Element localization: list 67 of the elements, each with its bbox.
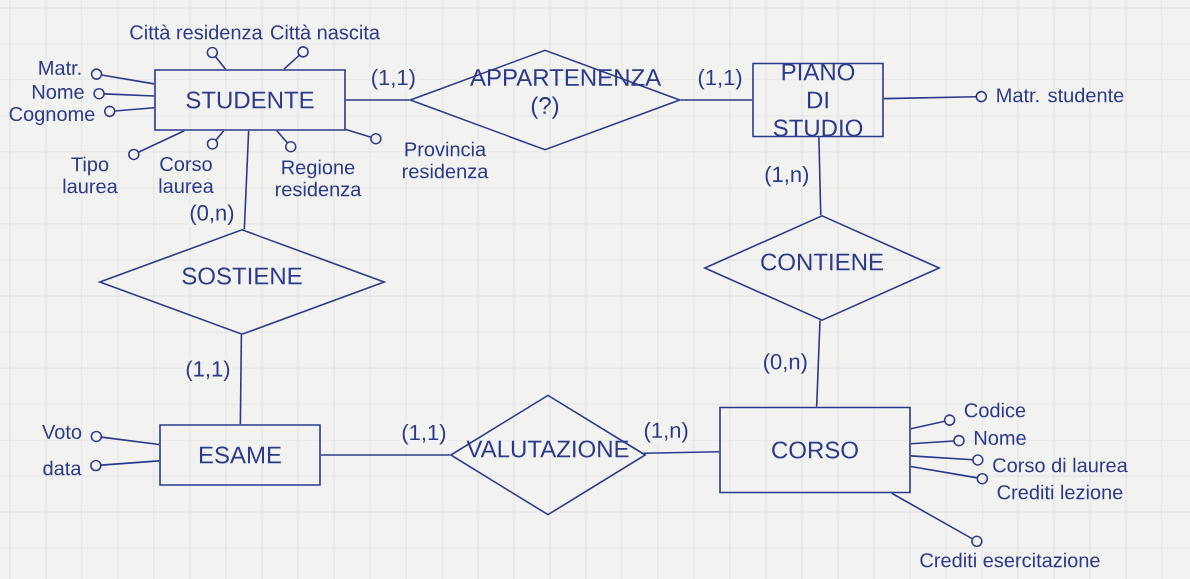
attribute: Tipo laurea xyxy=(63,148,140,194)
cardinality-label: (1,1) xyxy=(183,358,233,383)
connector-line xyxy=(137,130,186,154)
connector-line xyxy=(910,455,974,461)
node-label: Crediti lezione xyxy=(997,484,1123,500)
connector-line xyxy=(100,436,160,446)
node-label: Crediti esercitazione xyxy=(920,552,1100,568)
attribute: Corso laurea xyxy=(159,138,219,194)
connector-line xyxy=(910,420,946,430)
cardinality-label: (1,1) xyxy=(399,422,449,447)
connector-line xyxy=(910,465,979,479)
node-label: Città residenza xyxy=(130,24,263,40)
connector-line xyxy=(214,55,227,70)
connector-line xyxy=(100,460,160,466)
cardinality-label: (0,n) xyxy=(760,351,810,376)
node-label: Città nascita xyxy=(270,24,381,40)
connector-line xyxy=(283,54,301,70)
connector-line xyxy=(818,136,822,217)
node-label: Cognome xyxy=(9,106,95,126)
connector-line xyxy=(883,95,978,100)
connector-line xyxy=(642,451,720,455)
connector-line xyxy=(320,454,451,456)
entity-box: ESAME xyxy=(159,424,321,486)
node-label: Corso laurea xyxy=(159,156,214,194)
attribute: Matr. studente xyxy=(975,87,1124,103)
entity-box: PIANO DI STUDIO xyxy=(752,62,884,138)
attribute: Città residenza xyxy=(130,24,263,59)
connector-line xyxy=(680,99,753,101)
node-label: Regione residenza xyxy=(275,159,362,197)
connector-line xyxy=(890,492,974,540)
node-label: Matr. xyxy=(39,61,81,75)
cardinality-label: (1,n) xyxy=(762,164,812,189)
attribute: data xyxy=(43,459,102,476)
attribute: Codice xyxy=(943,402,1026,426)
connector-line xyxy=(345,99,410,101)
attribute: Corso di laurea xyxy=(972,454,1128,473)
connector-line xyxy=(345,128,372,139)
node-label: Voto xyxy=(42,425,82,439)
node-label: Nome xyxy=(32,85,84,99)
attribute: Matr. xyxy=(39,61,103,80)
attribute: Crediti esercitazione xyxy=(920,535,1100,568)
connector-line xyxy=(113,106,155,112)
node-label: Corso di laurea xyxy=(993,457,1128,473)
attribute: Nome xyxy=(953,431,1026,447)
attribute: Nome xyxy=(32,85,105,100)
attribute: Città nascita xyxy=(271,24,380,58)
entity-box: STUDENTE xyxy=(154,69,346,131)
node-label: data xyxy=(43,460,82,476)
connector-line xyxy=(276,130,289,144)
connector-line xyxy=(243,130,250,231)
connector-line xyxy=(815,319,821,408)
cardinality-label: (1,1) xyxy=(368,67,418,92)
connector-line xyxy=(910,440,955,445)
entity-box: CORSO xyxy=(719,406,911,494)
connector-line xyxy=(100,74,155,85)
node-label: Nome xyxy=(974,431,1026,445)
connector-line xyxy=(214,130,225,141)
attribute: Voto xyxy=(42,425,103,443)
attribute: Cognome xyxy=(9,105,116,126)
node-label: Codice xyxy=(964,402,1026,418)
connector-line xyxy=(239,334,243,425)
cardinality-label: (0,n) xyxy=(187,202,237,227)
attribute: Crediti lezione xyxy=(976,472,1123,500)
node-label: Tipo laurea xyxy=(63,156,118,194)
attribute: Regione residenza xyxy=(275,140,362,197)
cardinality-label: (1,1) xyxy=(695,67,745,92)
connector-line xyxy=(103,93,155,97)
